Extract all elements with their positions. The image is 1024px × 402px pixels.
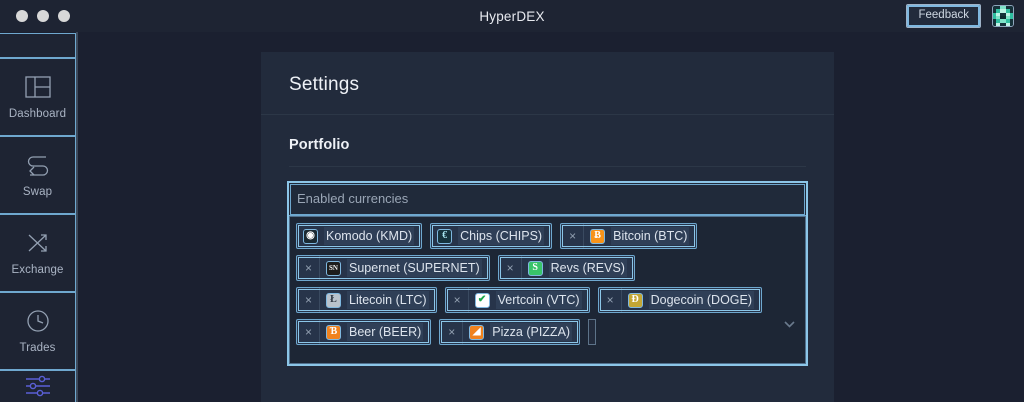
currency-chip-label: Beer (BEER) (347, 322, 424, 342)
currency-chip-content: € Chips (CHIPS) (431, 224, 551, 248)
currency-chip-content: Ƀ Bitcoin (BTC) (584, 224, 696, 248)
currency-chip[interactable]: × Ł Litecoin (LTC) (296, 287, 437, 313)
currency-chip-label: Dogecoin (DOGE) (648, 290, 755, 310)
currency-chip[interactable]: × Ƀ Bitcoin (BTC) (560, 223, 698, 249)
enabled-currencies-field[interactable]: ◉ Komodo (KMD) € Chips (CHIPS) × Ƀ Bitcoin (BT… (289, 216, 806, 364)
currency-chip-label: Chips (CHIPS) (458, 226, 545, 246)
settings-sliders-icon (24, 373, 52, 399)
remove-currency-icon[interactable]: × (297, 256, 321, 280)
currency-chip[interactable]: × ◢ Pizza (PIZZA) (439, 319, 581, 345)
user-identicon-avatar[interactable] (992, 5, 1014, 27)
dashboard-icon (24, 74, 51, 100)
remove-currency-icon[interactable]: × (297, 320, 321, 344)
remove-currency-icon[interactable]: × (561, 224, 585, 248)
chevron-down-icon[interactable] (784, 321, 795, 328)
remove-currency-icon[interactable]: × (599, 288, 622, 312)
sidebar-item-exchange[interactable]: Exchange (0, 214, 76, 292)
currency-chip-label: Supernet (SUPERNET) (347, 258, 482, 278)
feedback-button[interactable]: Feedback (906, 4, 981, 28)
main-content: Settings Portfolio Enabled currencies ◉ K… (80, 32, 1024, 402)
currency-chip-label: Vertcoin (VTC) (495, 290, 582, 310)
window-controls (0, 10, 120, 22)
currency-chip-label: Revs (REVS) (548, 258, 627, 278)
settings-card-header: Settings (261, 52, 834, 115)
currency-chip-label: Litecoin (LTC) (347, 290, 429, 310)
remove-currency-icon[interactable]: × (446, 288, 469, 312)
chips-coin-icon: € (437, 228, 453, 244)
revs-coin-icon: S (527, 260, 543, 276)
currency-chip-list: ◉ Komodo (KMD) € Chips (CHIPS) × Ƀ Bitcoin (BT… (296, 223, 775, 345)
currency-chip-label: Pizza (PIZZA) (490, 322, 573, 342)
sidebar-item-dashboard-label: Dashboard (8, 108, 67, 120)
currency-chip-content: ◢ Pizza (PIZZA) (463, 320, 579, 344)
app-title: HyperDEX (479, 8, 545, 24)
currency-chip-content: Ł Litecoin (LTC) (320, 288, 436, 312)
currency-search-input[interactable] (588, 319, 597, 345)
currency-chip-content: Ð Dogecoin (DOGE) (622, 288, 761, 312)
sidebar-item-swap[interactable]: Swap (0, 136, 76, 214)
currency-chip-content: ◉ Komodo (KMD) (297, 224, 421, 248)
close-window-button[interactable] (16, 10, 28, 22)
exchange-icon (25, 230, 51, 256)
page-title: Settings (289, 74, 360, 95)
pizza-coin-icon: ◢ (469, 324, 485, 340)
sidebar-item-trades-label: Trades (19, 342, 56, 354)
kmd-coin-icon: ◉ (303, 228, 318, 244)
currency-chip-content: ✔ Vertcoin (VTC) (469, 288, 589, 312)
currency-chip-content: S Revs (REVS) (522, 256, 634, 280)
settings-card-body: Portfolio Enabled currencies ◉ Komodo (KM… (261, 115, 834, 388)
doge-coin-icon: Ð (627, 292, 643, 308)
sidebar-item-swap-label: Swap (22, 186, 53, 198)
sidebar: Dashboard Swap Exchange (0, 32, 78, 402)
sidebar-item-exchange-label: Exchange (11, 264, 64, 276)
remove-currency-icon[interactable]: × (297, 288, 321, 312)
sidebar-item-trades[interactable]: Trades (0, 292, 76, 370)
sidebar-top-slot (0, 33, 76, 58)
maximize-window-button[interactable] (58, 10, 70, 22)
swap-icon (25, 152, 51, 178)
titlebar-actions: Feedback (906, 0, 1014, 32)
section-title-portfolio: Portfolio (289, 137, 806, 167)
currency-chip[interactable]: × Ð Dogecoin (DOGE) (597, 287, 763, 313)
minimize-window-button[interactable] (37, 10, 49, 22)
enabled-currencies-label: Enabled currencies (289, 183, 806, 216)
currency-chip[interactable]: × ✔ Vertcoin (VTC) (444, 287, 590, 313)
sidebar-item-dashboard[interactable]: Dashboard (0, 58, 76, 136)
enabled-currencies-multiselect[interactable]: Enabled currencies ◉ Komodo (KMD) € Chips (… (287, 181, 808, 366)
supernet-coin-icon: SN (326, 260, 342, 276)
beer-coin-icon: Ɓ (326, 324, 342, 340)
title-bar: HyperDEX Feedback (0, 0, 1024, 32)
currency-chip-label: Bitcoin (BTC) (611, 226, 690, 246)
currency-chip-content: SN Supernet (SUPERNET) (320, 256, 489, 280)
currency-chip[interactable]: € Chips (CHIPS) (430, 223, 553, 249)
sidebar-item-settings[interactable] (0, 370, 76, 402)
currency-chip[interactable]: × S Revs (REVS) (497, 255, 635, 281)
remove-currency-icon[interactable]: × (440, 320, 464, 344)
currency-chip[interactable]: ◉ Komodo (KMD) (296, 223, 423, 249)
btc-coin-icon: Ƀ (590, 228, 606, 244)
currency-chip-label: Komodo (KMD) (324, 226, 415, 246)
vtc-coin-icon: ✔ (474, 292, 490, 308)
trades-clock-icon (26, 308, 50, 334)
currency-chip[interactable]: × SN Supernet (SUPERNET) (296, 255, 490, 281)
remove-currency-icon[interactable]: × (499, 256, 522, 280)
currency-chip[interactable]: × Ɓ Beer (BEER) (296, 319, 432, 345)
currency-chip-content: Ɓ Beer (BEER) (320, 320, 430, 344)
ltc-coin-icon: Ł (326, 292, 342, 308)
settings-card: Settings Portfolio Enabled currencies ◉ K… (261, 52, 834, 402)
